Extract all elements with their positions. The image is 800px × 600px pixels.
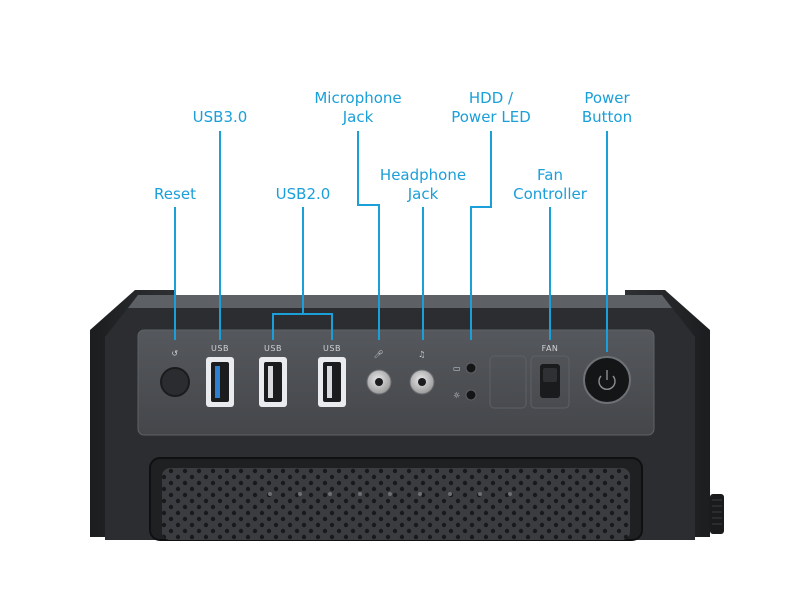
usb3-port-tongue bbox=[215, 366, 220, 398]
blank-recess bbox=[489, 355, 527, 409]
usb2-port-b-tongue bbox=[327, 366, 332, 398]
headphone-icon: ♫ bbox=[418, 350, 426, 359]
usb2b-port-label: USB bbox=[323, 344, 341, 353]
hdd-led bbox=[465, 362, 477, 374]
top-edge-highlight bbox=[128, 295, 672, 308]
hdd-power-led-label: HDD /Power LED bbox=[451, 89, 531, 126]
power-led bbox=[465, 389, 477, 401]
reset-label: Reset bbox=[154, 185, 196, 203]
hdd-led-icon: ▭ bbox=[453, 364, 461, 373]
headphone-jack-hole bbox=[418, 378, 426, 386]
hdd-led-leader-line bbox=[470, 131, 492, 340]
fan-port-label: FAN bbox=[542, 344, 559, 353]
power-icon bbox=[598, 370, 616, 390]
front-mesh bbox=[162, 468, 630, 540]
io-panel bbox=[138, 330, 654, 435]
usb3-port-label: USB bbox=[211, 344, 229, 353]
reset-symbol-icon: ↺ bbox=[171, 349, 178, 358]
callout-lines bbox=[174, 131, 608, 352]
usb3-label: USB3.0 bbox=[192, 108, 248, 126]
side-knob-ridges bbox=[712, 499, 722, 525]
microphone-jack-hole bbox=[375, 378, 383, 386]
fan-controller-housing bbox=[530, 355, 570, 409]
reset-button[interactable] bbox=[160, 367, 190, 397]
usb2-label: USB2.0 bbox=[275, 185, 331, 203]
usb2a-port-label: USB bbox=[264, 344, 282, 353]
microphone-icon: 🎤︎ bbox=[374, 350, 385, 359]
power-led-icon: ☼ bbox=[453, 391, 461, 400]
mesh-highlights bbox=[268, 492, 512, 496]
microphone-leader-line bbox=[357, 131, 380, 340]
io-panel-border bbox=[137, 329, 655, 436]
usb2-port-a-tongue bbox=[268, 366, 273, 398]
fan-controller-switch-knob bbox=[543, 368, 557, 382]
usb2-bracket-line bbox=[272, 313, 333, 340]
